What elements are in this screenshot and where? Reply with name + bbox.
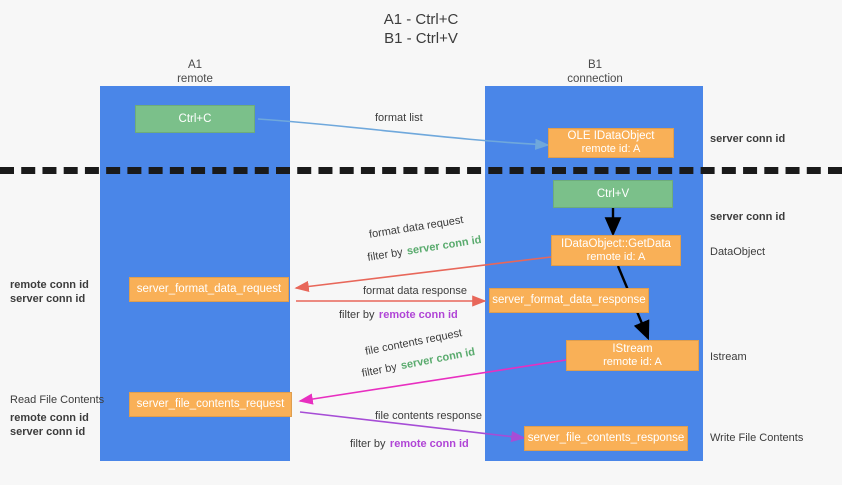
edge-filter-prefix-3: filter by [360,361,398,380]
node-server-file-contents-response-label: server_file_contents_response [527,432,685,444]
right-label-dataobject: DataObject [710,246,766,258]
node-server-format-data-response-label: server_format_data_response [492,294,646,306]
page-title: A1 - Ctrl+C B1 - Ctrl+V [0,10,842,48]
node-istream[interactable]: IStream remote id: A [566,340,699,371]
phase-divider [0,167,842,174]
left-label-remote-conn-id-2: remote conn id [10,412,89,424]
lane-b1-name: B1 [587,59,603,71]
edge-label-format-data-response: format data response [363,285,467,297]
edge-filter-value-2: remote conn id [378,309,458,321]
edge-filter-value-4: remote conn id [389,438,469,450]
left-label-server-conn-id-1: server conn id [10,293,86,305]
left-label-read-file-contents: Read File Contents [10,394,105,406]
lane-header-b1: B1 connection [500,58,690,86]
node-ole-idataobject-label: OLE IDataObject [567,130,655,142]
node-server-file-contents-request-label: server_file_contents_request [136,398,285,410]
right-label-istream: Istream [710,351,747,363]
edge-label-format-list: format list [375,112,423,124]
right-label-write-file-contents: Write File Contents [710,432,804,444]
node-ctrl-c[interactable]: Ctrl+C [135,105,255,133]
lane-a1-sub: remote [177,73,213,85]
edge-filter-prefix-2: filter by [339,309,375,321]
left-label-server-conn-id-2: server conn id [10,426,86,438]
node-server-format-data-response[interactable]: server_format_data_response [489,288,649,313]
node-ctrl-v-label: Ctrl+V [596,187,630,200]
edge-filter-prefix-1: filter by [366,246,404,264]
node-istream-sublabel: remote id: A [603,355,662,368]
node-ctrl-v[interactable]: Ctrl+V [553,180,673,208]
lane-a1-name: A1 [187,59,203,71]
node-server-format-data-request-label: server_format_data_request [136,283,282,295]
node-ctrl-c-label: Ctrl+C [178,112,212,125]
node-server-format-data-request[interactable]: server_format_data_request [129,277,289,302]
node-server-file-contents-response[interactable]: server_file_contents_response [524,426,688,451]
node-getdata-sublabel: remote id: A [586,250,646,263]
right-label-server-conn-id-top: server conn id [710,133,786,145]
edge-filter-file-contents-response: filter by remote conn id [350,434,469,452]
lane-b1-sub: connection [567,73,623,85]
node-idataobject-getdata[interactable]: IDataObject::GetData remote id: A [551,235,681,266]
lane-header-a1: A1 remote [100,58,290,86]
node-istream-label: IStream [612,342,653,355]
left-label-conn-ids-2: remote conn id server conn id [10,411,89,439]
node-ole-idataobject[interactable]: OLE IDataObject remote id: A [548,128,674,158]
right-label-server-conn-id-mid: server conn id [710,211,786,223]
title-line-2: B1 - Ctrl+V [384,30,458,47]
edge-filter-format-data-response: filter by remote conn id [339,305,458,323]
node-ole-idataobject-sublabel: remote id: A [581,143,641,155]
left-label-conn-ids-1: remote conn id server conn id [10,278,89,306]
left-label-remote-conn-id-1: remote conn id [10,279,89,291]
node-getdata-label: IDataObject::GetData [561,237,671,250]
edge-filter-prefix-4: filter by [350,438,386,450]
title-line-1: A1 - Ctrl+C [383,11,459,28]
node-server-file-contents-request[interactable]: server_file_contents_request [129,392,292,417]
edge-label-file-contents-response: file contents response [375,410,483,422]
